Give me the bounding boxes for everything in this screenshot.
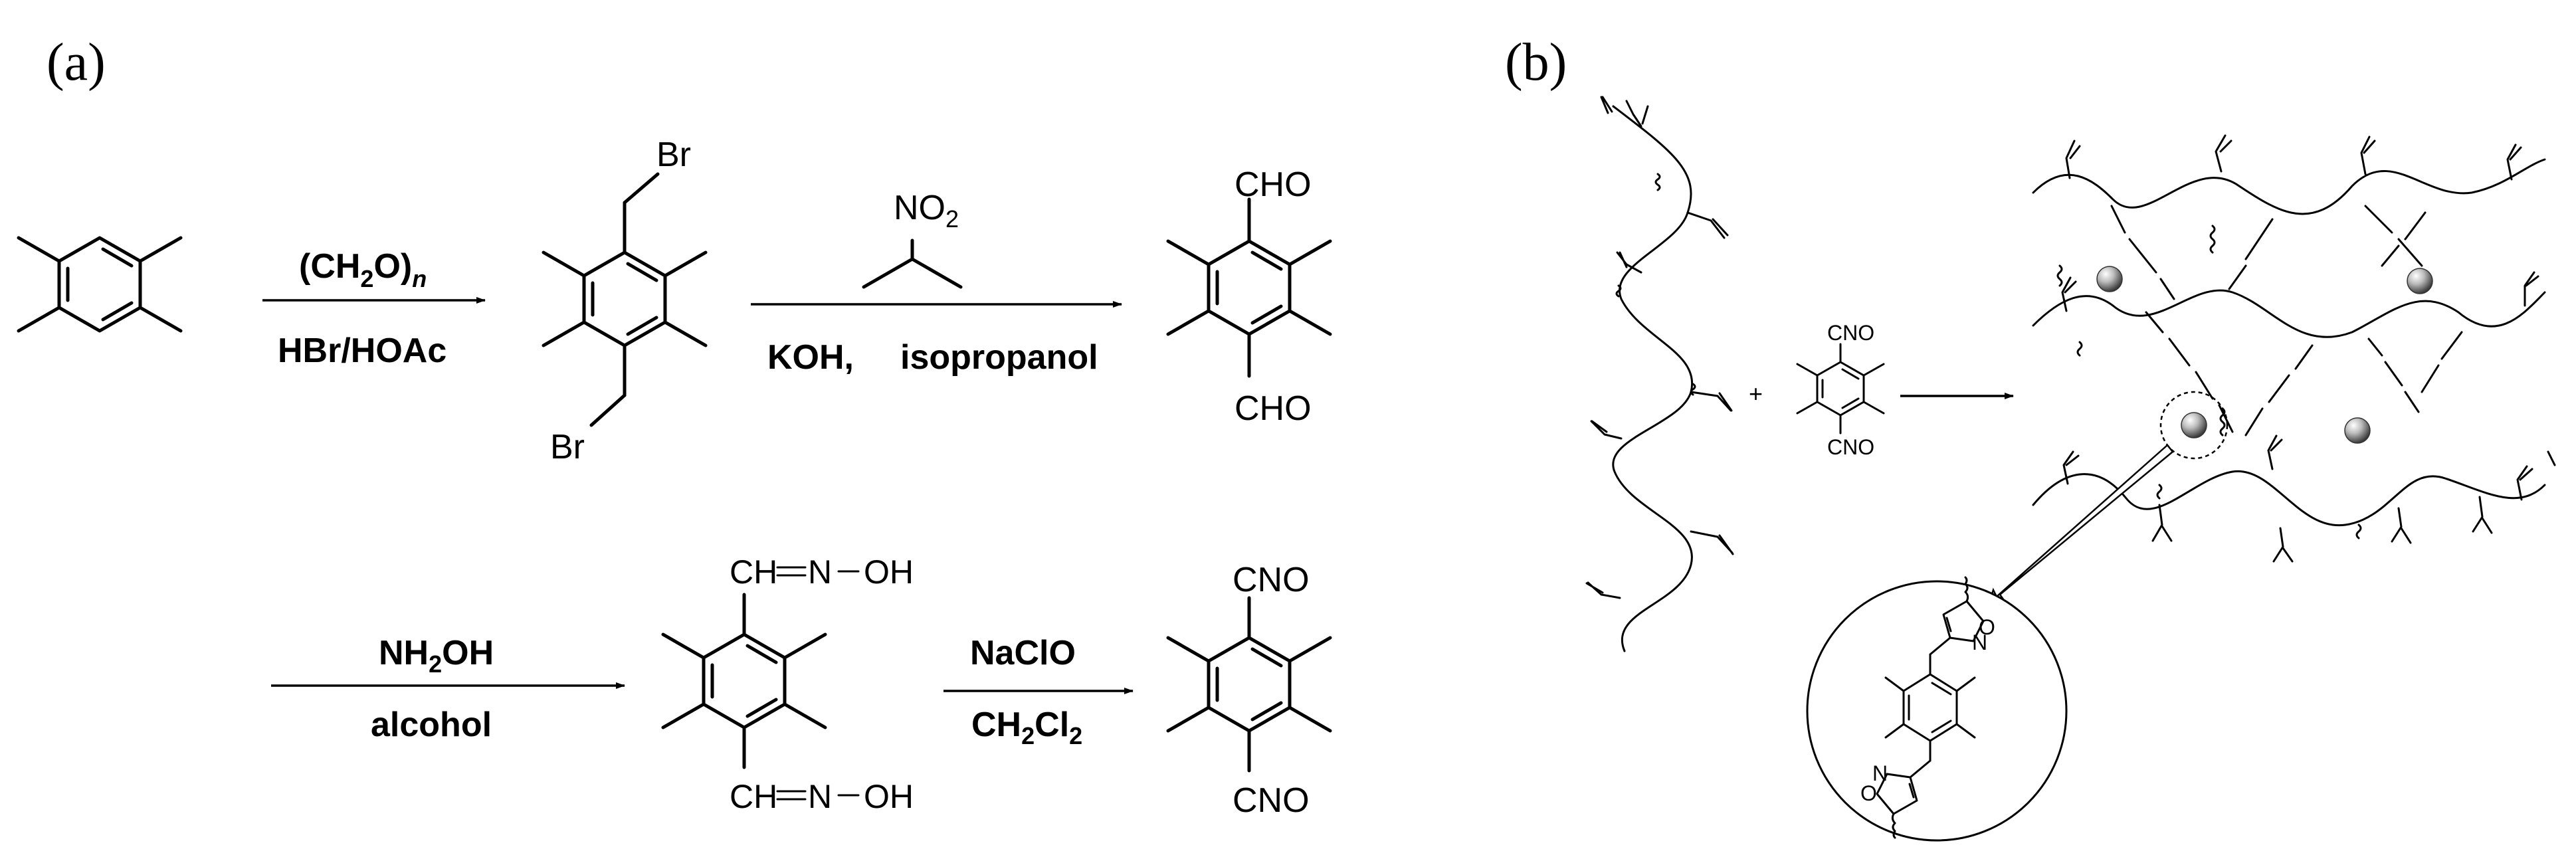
crosslinked-network <box>2032 134 2556 563</box>
dialdehyde-molecule <box>1166 197 1332 378</box>
crosslinker-molecule <box>1796 343 1885 434</box>
nitropropane-structure <box>862 239 963 289</box>
crosslink-bead <box>2344 417 2371 444</box>
dibromide-molecule <box>542 172 708 427</box>
crosslinker-beads <box>2096 266 2433 444</box>
dialdehyde-cho-top: CHO <box>1235 165 1312 204</box>
step4-reagent-top: NaClO <box>970 634 1076 672</box>
plus-sign: + <box>1749 380 1763 407</box>
panel-b-label: (b) <box>1505 33 1567 92</box>
dioxime-top-ch: CH <box>730 553 777 591</box>
product-cno-top: CNO <box>1233 561 1310 599</box>
step2-solvent: isopropanol <box>900 338 1098 377</box>
crosslinker-cno-top: CNO <box>1827 321 1874 345</box>
dioxime-bottom-ch: CH <box>730 778 777 815</box>
dibromide-br-top: Br <box>656 136 691 174</box>
step1-reagent-top: (CH2O)n <box>299 247 427 292</box>
crosslink-bead <box>2096 266 2123 292</box>
step3-reagent-top: NH2OH <box>379 634 494 678</box>
panel-a-label: (a) <box>47 33 106 92</box>
nitrile-oxide-product <box>1166 596 1332 773</box>
inset-ring-o-bottom: O <box>1860 781 1877 805</box>
dioxime-bottom-n: N <box>808 778 832 815</box>
dioxime-top-n: N <box>808 553 832 591</box>
crosslink-bead <box>2181 412 2207 438</box>
polybutadiene-chain <box>1585 96 1734 652</box>
step3-reagent-bottom: alcohol <box>371 706 492 744</box>
dioxime-molecule <box>661 566 860 801</box>
product-cno-bottom: CNO <box>1233 781 1310 820</box>
crosslink-bead <box>2407 268 2433 294</box>
inset-ring-o-top: O <box>1979 615 1995 639</box>
step1-reagent-bottom: HBr/HOAc <box>278 332 446 370</box>
highlight-circle <box>2159 391 2229 460</box>
dibromide-br-bottom: Br <box>550 428 585 466</box>
dioxime-bottom-oh: OH <box>864 778 914 815</box>
durene-molecule <box>17 236 183 333</box>
inset-bisisoxazoline-molecule <box>1876 576 1985 839</box>
dioxime-top-oh: OH <box>864 553 914 591</box>
zoom-arrow <box>1985 444 2174 613</box>
step2-koh: KOH, <box>767 338 854 377</box>
inset-ring-n-bottom: N <box>1872 761 1888 785</box>
crosslinker-cno-bottom: CNO <box>1827 435 1874 459</box>
step2-nitro-label: NO2 <box>894 189 959 233</box>
step4-reagent-bottom: CH2Cl2 <box>971 706 1082 749</box>
inset-ring-n-top: N <box>1972 630 1987 654</box>
zoom-inset-circle <box>1806 580 2068 842</box>
dialdehyde-cho-bottom: CHO <box>1235 389 1312 428</box>
